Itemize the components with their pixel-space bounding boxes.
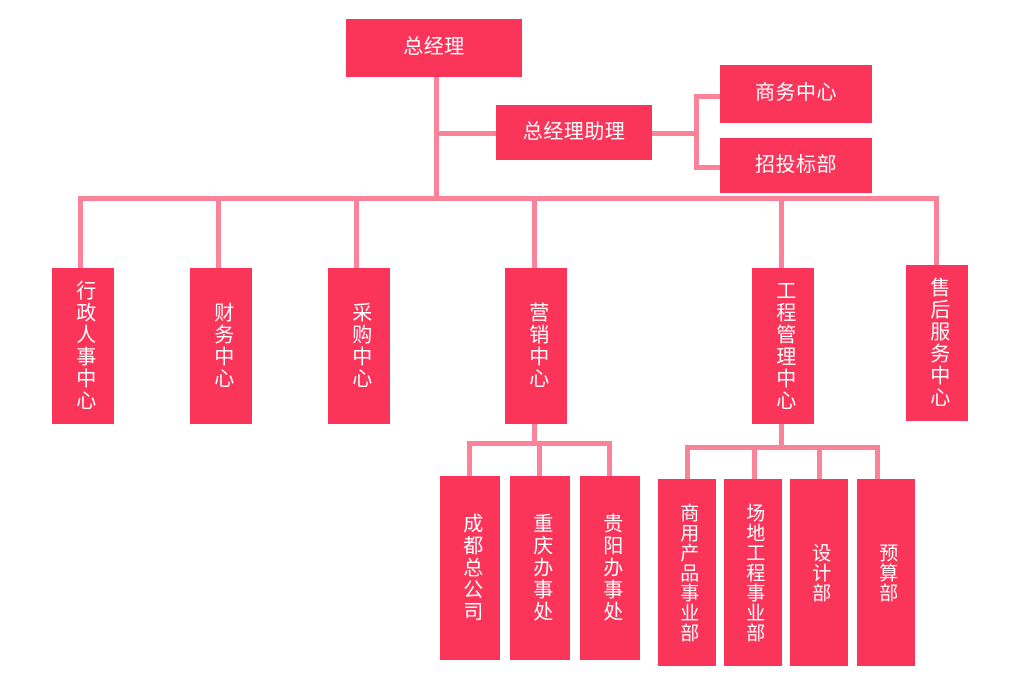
connector-drop-chengdu	[467, 441, 472, 477]
connector-engineering-bus	[685, 445, 880, 450]
node-label-engineering: 工程管理中心	[772, 280, 795, 412]
connector-to-business-center	[694, 94, 722, 99]
node-engineering[interactable]: 工程管理中心	[752, 268, 814, 424]
node-admin-hr[interactable]: 行政人事中心	[52, 268, 114, 424]
connector-marketing-stem	[532, 423, 537, 445]
node-purchasing[interactable]: 采购中心	[328, 268, 390, 424]
node-label-bidding-dept: 招投标部	[755, 153, 837, 176]
connector-drop-guiyang	[607, 441, 612, 477]
connector-drop-chongqing	[537, 441, 542, 477]
connector-assistant-stub	[651, 131, 699, 136]
node-chongqing-office[interactable]: 重庆办事处	[510, 476, 570, 660]
connector-gm-to-assistant	[434, 131, 498, 136]
node-finance[interactable]: 财务中心	[190, 268, 252, 424]
node-label-purchasing: 采购中心	[348, 302, 371, 390]
node-commercial-products[interactable]: 商用产品事业部	[658, 479, 716, 666]
node-after-sales[interactable]: 售后服务中心	[906, 265, 968, 421]
node-label-site-engineering: 场地工程事业部	[743, 502, 765, 643]
node-label-business-center: 商务中心	[755, 82, 837, 105]
node-site-engineering[interactable]: 场地工程事业部	[724, 479, 782, 666]
node-label-after-sales: 售后服务中心	[926, 277, 949, 409]
node-design-dept[interactable]: 设计部	[790, 479, 848, 666]
node-chengdu-hq[interactable]: 成都总公司	[440, 476, 500, 660]
connector-drop-commercial-products	[685, 445, 690, 480]
node-gm-assistant[interactable]: 总经理助理	[496, 105, 652, 160]
node-label-marketing: 营销中心	[525, 302, 548, 390]
node-label-finance: 财务中心	[210, 302, 233, 390]
node-marketing[interactable]: 营销中心	[505, 268, 567, 424]
node-label-chengdu-hq: 成都总公司	[459, 513, 482, 623]
connector-drop-after-sales	[934, 196, 939, 265]
connector-drop-site-engineering	[752, 445, 757, 480]
connector-drop-purchasing	[354, 196, 359, 268]
node-label-design-dept: 设计部	[809, 542, 831, 603]
connector-gm-spine	[434, 76, 439, 201]
node-business-center[interactable]: 商务中心	[720, 65, 872, 123]
node-general-manager[interactable]: 总经理	[346, 19, 522, 77]
connector-assistant-spine	[694, 94, 699, 170]
connector-department-bus	[78, 196, 939, 201]
connector-to-bidding-dept	[694, 165, 722, 170]
node-guiyang-office[interactable]: 贵阳办事处	[580, 476, 640, 660]
node-label-chongqing-office: 重庆办事处	[529, 513, 552, 623]
node-bidding-dept[interactable]: 招投标部	[720, 138, 872, 193]
node-label-budget-dept: 预算部	[876, 542, 898, 603]
node-label-commercial-products: 商用产品事业部	[677, 502, 699, 643]
node-budget-dept[interactable]: 预算部	[857, 479, 915, 666]
connector-drop-design-dept	[817, 445, 822, 480]
connector-drop-engineering	[779, 196, 784, 268]
node-label-guiyang-office: 贵阳办事处	[599, 513, 622, 623]
node-label-general-manager: 总经理	[403, 36, 465, 59]
node-label-admin-hr: 行政人事中心	[72, 280, 95, 412]
node-label-gm-assistant: 总经理助理	[522, 120, 626, 143]
connector-drop-budget-dept	[875, 445, 880, 480]
connector-drop-admin-hr	[78, 196, 83, 268]
connector-engineering-stem	[779, 423, 784, 449]
connector-drop-marketing	[532, 196, 537, 268]
connector-drop-finance	[216, 196, 221, 268]
